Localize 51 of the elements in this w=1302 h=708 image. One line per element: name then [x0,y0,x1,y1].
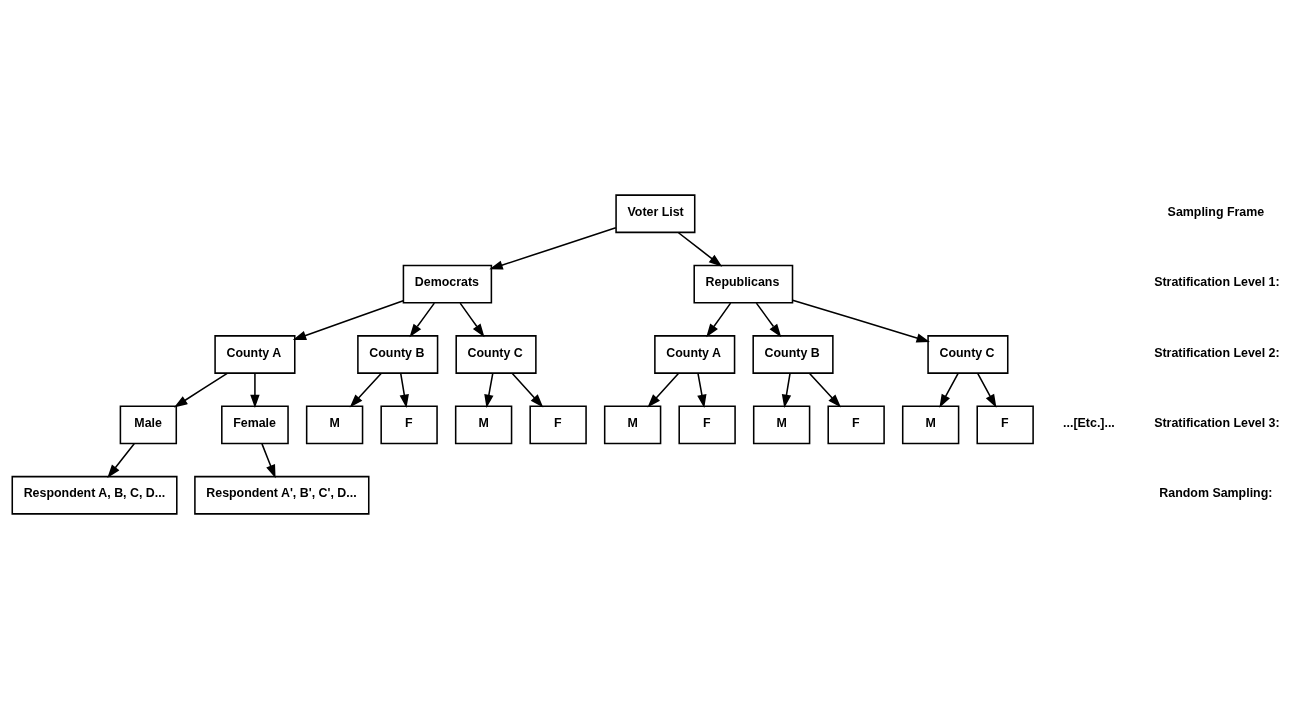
arrow [107,442,135,478]
arrow [647,372,680,407]
node-box: F [380,404,438,444]
node-box: M [305,404,364,444]
arrow [791,298,930,343]
node-box: County B [752,334,834,374]
node-box: Voter List [615,193,696,233]
node-box: M [603,404,662,444]
node-box: Respondent A', B', C', D... [194,475,370,515]
arrow [173,372,228,407]
node-box: County C [455,334,537,374]
arrow [697,372,707,408]
node-box: County A [214,334,296,374]
node-box: F [827,404,885,444]
arrow [808,372,842,407]
node-box: County B [357,334,439,374]
arrow [706,301,732,337]
node-box: F [976,404,1034,444]
arrow [976,372,997,408]
node-box: County C [927,334,1009,374]
arrow [755,301,782,337]
node-box: F [529,404,587,444]
arrow [939,372,959,408]
label: Stratification Level 3: [1154,415,1280,430]
arrow [261,442,276,478]
node-box: F [678,404,736,444]
node-box: Female [221,404,289,444]
node-box: Respondent A, B, C, D... [11,475,178,515]
label: Stratification Level 1: [1154,274,1280,289]
arrow [781,372,792,408]
node-box: M [752,404,811,444]
node-box: M [901,404,960,444]
arrow [399,372,409,408]
label: Stratification Level 2: [1154,345,1280,360]
arrow [511,372,544,407]
label: Sampling Frame [1167,204,1265,219]
arrow [292,299,405,340]
arrow [459,301,485,337]
arrow [484,372,494,408]
node-box: Democrats [402,264,493,304]
node-box: Male [119,404,178,444]
node-box: Republicans [693,264,794,304]
arrow [409,301,436,337]
arrow [250,372,260,408]
label: Random Sampling: [1159,485,1273,500]
node-box: County A [654,334,736,374]
arrow [677,231,723,267]
arrow [489,226,617,270]
arrow [349,372,382,407]
label: ...[Etc.]... [1063,415,1115,430]
node-box: M [454,404,513,444]
